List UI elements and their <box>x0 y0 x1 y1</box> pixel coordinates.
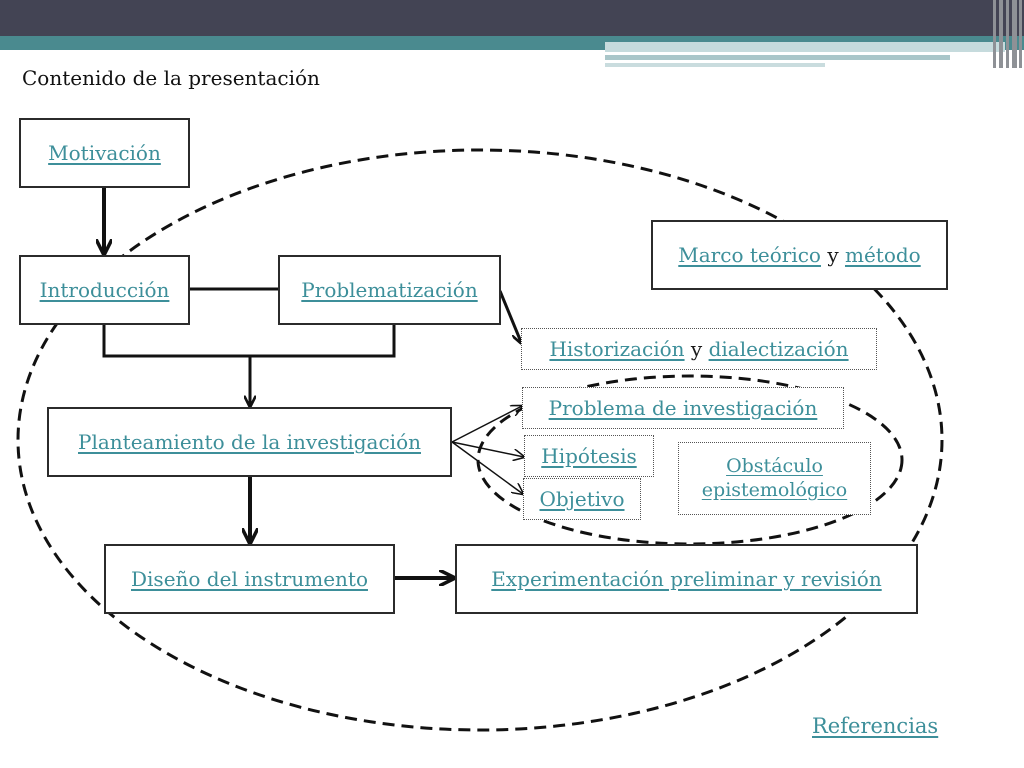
node-problematizacion: Problematización <box>278 255 501 325</box>
marco-label: Marco teórico y método <box>678 244 920 266</box>
node-historizacion-dialectizacion: Historización y dialectización <box>521 328 877 370</box>
header-stripe <box>1019 0 1022 68</box>
link-hipotesis[interactable]: Hipótesis <box>541 444 637 468</box>
header-accent-strip-2 <box>605 63 825 67</box>
link-historizacion[interactable]: Historización <box>549 337 685 361</box>
header-stripe <box>999 0 1003 68</box>
header-accent-strip <box>605 55 950 60</box>
link-planteamiento-investigacion[interactable]: Planteamiento de la investigación <box>78 430 421 454</box>
node-obstaculo-epistemologico: Obstáculo epistemológico <box>678 442 871 515</box>
link-introduccion[interactable]: Introducción <box>39 278 170 302</box>
link-obstaculo[interactable]: Obstáculo <box>726 454 823 477</box>
link-objetivo[interactable]: Objetivo <box>539 487 625 511</box>
header-accent-light <box>605 42 1005 52</box>
link-problema-investigacion[interactable]: Problema de investigación <box>548 396 818 420</box>
historizacion-joiner: y <box>684 337 709 361</box>
link-motivacion[interactable]: Motivación <box>48 141 161 165</box>
arrow-planteamiento-hipotesis <box>451 441 524 457</box>
historizacion-label: Historización y dialectización <box>549 338 848 360</box>
arrow-problematizacion-historizacion <box>498 290 521 342</box>
link-problematizacion[interactable]: Problematización <box>301 278 478 302</box>
link-marco-teorico[interactable]: Marco teórico <box>678 243 821 267</box>
marco-joiner: y <box>820 243 845 267</box>
arrow-planteamiento-objetivo <box>451 441 523 494</box>
node-experimentacion: Experimentación preliminar y revisión <box>455 544 918 614</box>
link-referencias[interactable]: Referencias <box>812 714 939 738</box>
line-merge <box>102 323 396 358</box>
link-dialectizacion[interactable]: dialectización <box>708 337 849 361</box>
header-stripe <box>1012 0 1017 68</box>
arrow-planteamiento-problema <box>451 406 522 443</box>
node-objetivo: Objetivo <box>523 478 641 520</box>
node-motivacion: Motivación <box>19 118 190 188</box>
node-marco-teorico-metodo: Marco teórico y método <box>651 220 948 290</box>
header-stripe <box>993 0 996 68</box>
inner-dashed-ellipse <box>476 374 904 546</box>
slide-title: Contenido de la presentación <box>22 66 320 90</box>
link-metodo[interactable]: método <box>844 243 921 267</box>
node-introduccion: Introducción <box>19 255 190 325</box>
node-planteamiento-investigacion: Planteamiento de la investigación <box>47 407 452 477</box>
link-epistemologico[interactable]: epistemológico <box>701 478 848 501</box>
header-stripe <box>1006 0 1009 68</box>
header-bar <box>0 0 1024 36</box>
node-diseno-instrumento: Diseño del instrumento <box>104 544 395 614</box>
node-hipotesis: Hipótesis <box>524 435 654 477</box>
link-experimentacion[interactable]: Experimentación preliminar y revisión <box>491 567 882 591</box>
node-problema-investigacion: Problema de investigación <box>522 387 844 429</box>
outer-dashed-ellipse <box>16 148 944 732</box>
link-diseno-instrumento[interactable]: Diseño del instrumento <box>131 567 368 591</box>
